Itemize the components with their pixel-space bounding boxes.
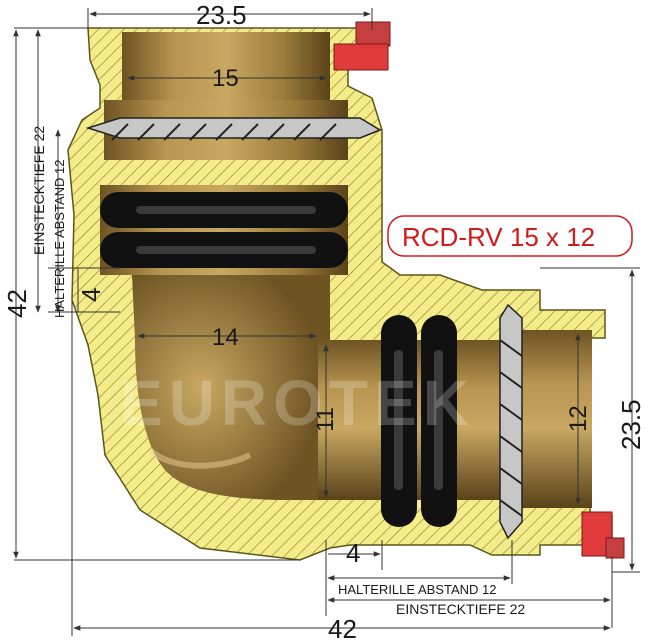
product-title: RCD-RV 15 x 12 bbox=[402, 222, 595, 252]
bottom-release-clip bbox=[581, 511, 625, 559]
dim-left-retainer-distance: HALTERILLE ABSTAND 12 bbox=[52, 160, 67, 318]
right-retaining-clip bbox=[499, 303, 523, 540]
dim-bottom-retainer-distance: HALTERILLE ABSTAND 12 bbox=[338, 582, 496, 597]
dim-left-insertion-depth: EINSTECKTIEFE 22 bbox=[31, 126, 47, 255]
title-badge bbox=[387, 215, 633, 257]
dim-bottom-groove-depth: 4 bbox=[346, 538, 360, 568]
upper-bore-brass bbox=[122, 32, 330, 102]
elbow-brass bbox=[132, 275, 330, 500]
upper-o-rings bbox=[100, 192, 348, 268]
dim-overall-width: 42 bbox=[328, 614, 357, 644]
upper-retaining-clip bbox=[85, 117, 382, 141]
dim-right-height: 23.5 bbox=[616, 399, 646, 450]
watermark: EUROTEK bbox=[120, 367, 475, 439]
dim-lower-bore: 14 bbox=[212, 324, 239, 351]
dim-right-inner-bore: 11 bbox=[312, 407, 339, 432]
elbow-highlight bbox=[147, 447, 252, 469]
dim-bottom-insertion-depth: EINSTECKTIEFE 22 bbox=[396, 601, 525, 617]
dim-right-bore: 12 bbox=[565, 405, 592, 432]
dim-upper-bore: 15 bbox=[212, 65, 239, 92]
dim-left-groove-depth: 4 bbox=[76, 288, 106, 302]
dim-overall-height: 42 bbox=[2, 289, 32, 318]
right-o-rings bbox=[381, 315, 457, 527]
dim-top-width: 23.5 bbox=[196, 0, 247, 30]
right-bore-brass bbox=[318, 340, 518, 500]
top-release-clip bbox=[333, 21, 391, 71]
